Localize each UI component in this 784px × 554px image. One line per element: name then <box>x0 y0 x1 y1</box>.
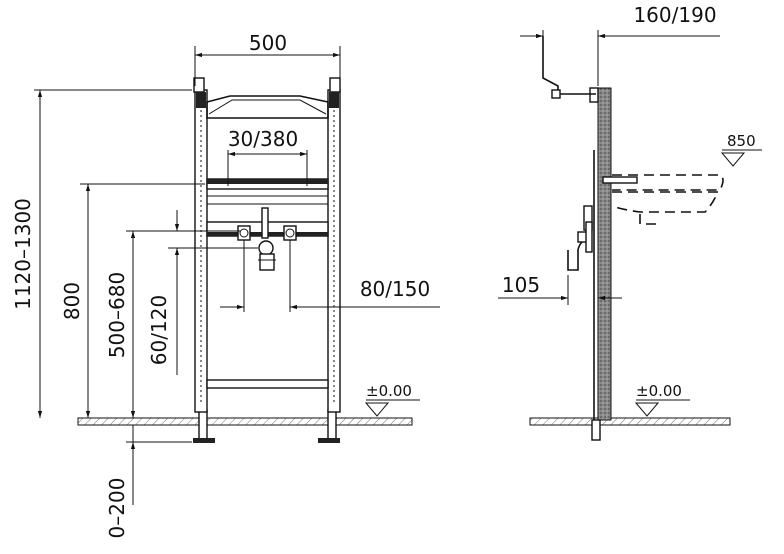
drain-spacing-label: 80/150 <box>360 277 430 301</box>
frame-height-label: 1120–1300 <box>11 198 35 310</box>
depth-label: 160/190 <box>633 3 716 27</box>
drain-fitting <box>258 240 276 271</box>
left-inlet-valve <box>237 225 251 241</box>
wall-section <box>597 87 612 421</box>
front-floor-level-marker <box>364 399 420 417</box>
basin-label: 850 <box>727 132 756 150</box>
side-view: 160/190 850 105 ±0.00 <box>498 3 762 441</box>
inlet-spacing-label: 60/120 <box>147 295 171 365</box>
front-view: 500 30/380 1120–1300 800 500–680 60/120 … <box>11 31 440 538</box>
tap-spacing-label: 30/380 <box>228 127 298 151</box>
fixture-height-label: 500–680 <box>105 272 129 358</box>
foot-adjust-label: 0–200 <box>105 478 129 539</box>
side-floor-level-marker <box>634 399 690 417</box>
top-crossmember <box>206 95 329 119</box>
wall-bracket <box>542 36 596 99</box>
width-label: 500 <box>249 31 287 55</box>
offset-label: 105 <box>502 273 540 297</box>
basin-outline <box>602 174 724 225</box>
left-foot <box>198 409 208 443</box>
right-inlet-valve <box>283 225 297 241</box>
drain-trap <box>567 205 593 271</box>
lower-rail <box>206 379 329 389</box>
front-floor-level-label: ±0.00 <box>366 382 412 400</box>
right-foot <box>327 409 337 443</box>
connection-height-label: 800 <box>60 282 84 320</box>
front-floor <box>77 417 413 426</box>
side-floor <box>529 417 731 426</box>
side-floor-level-label: ±0.00 <box>636 382 682 400</box>
